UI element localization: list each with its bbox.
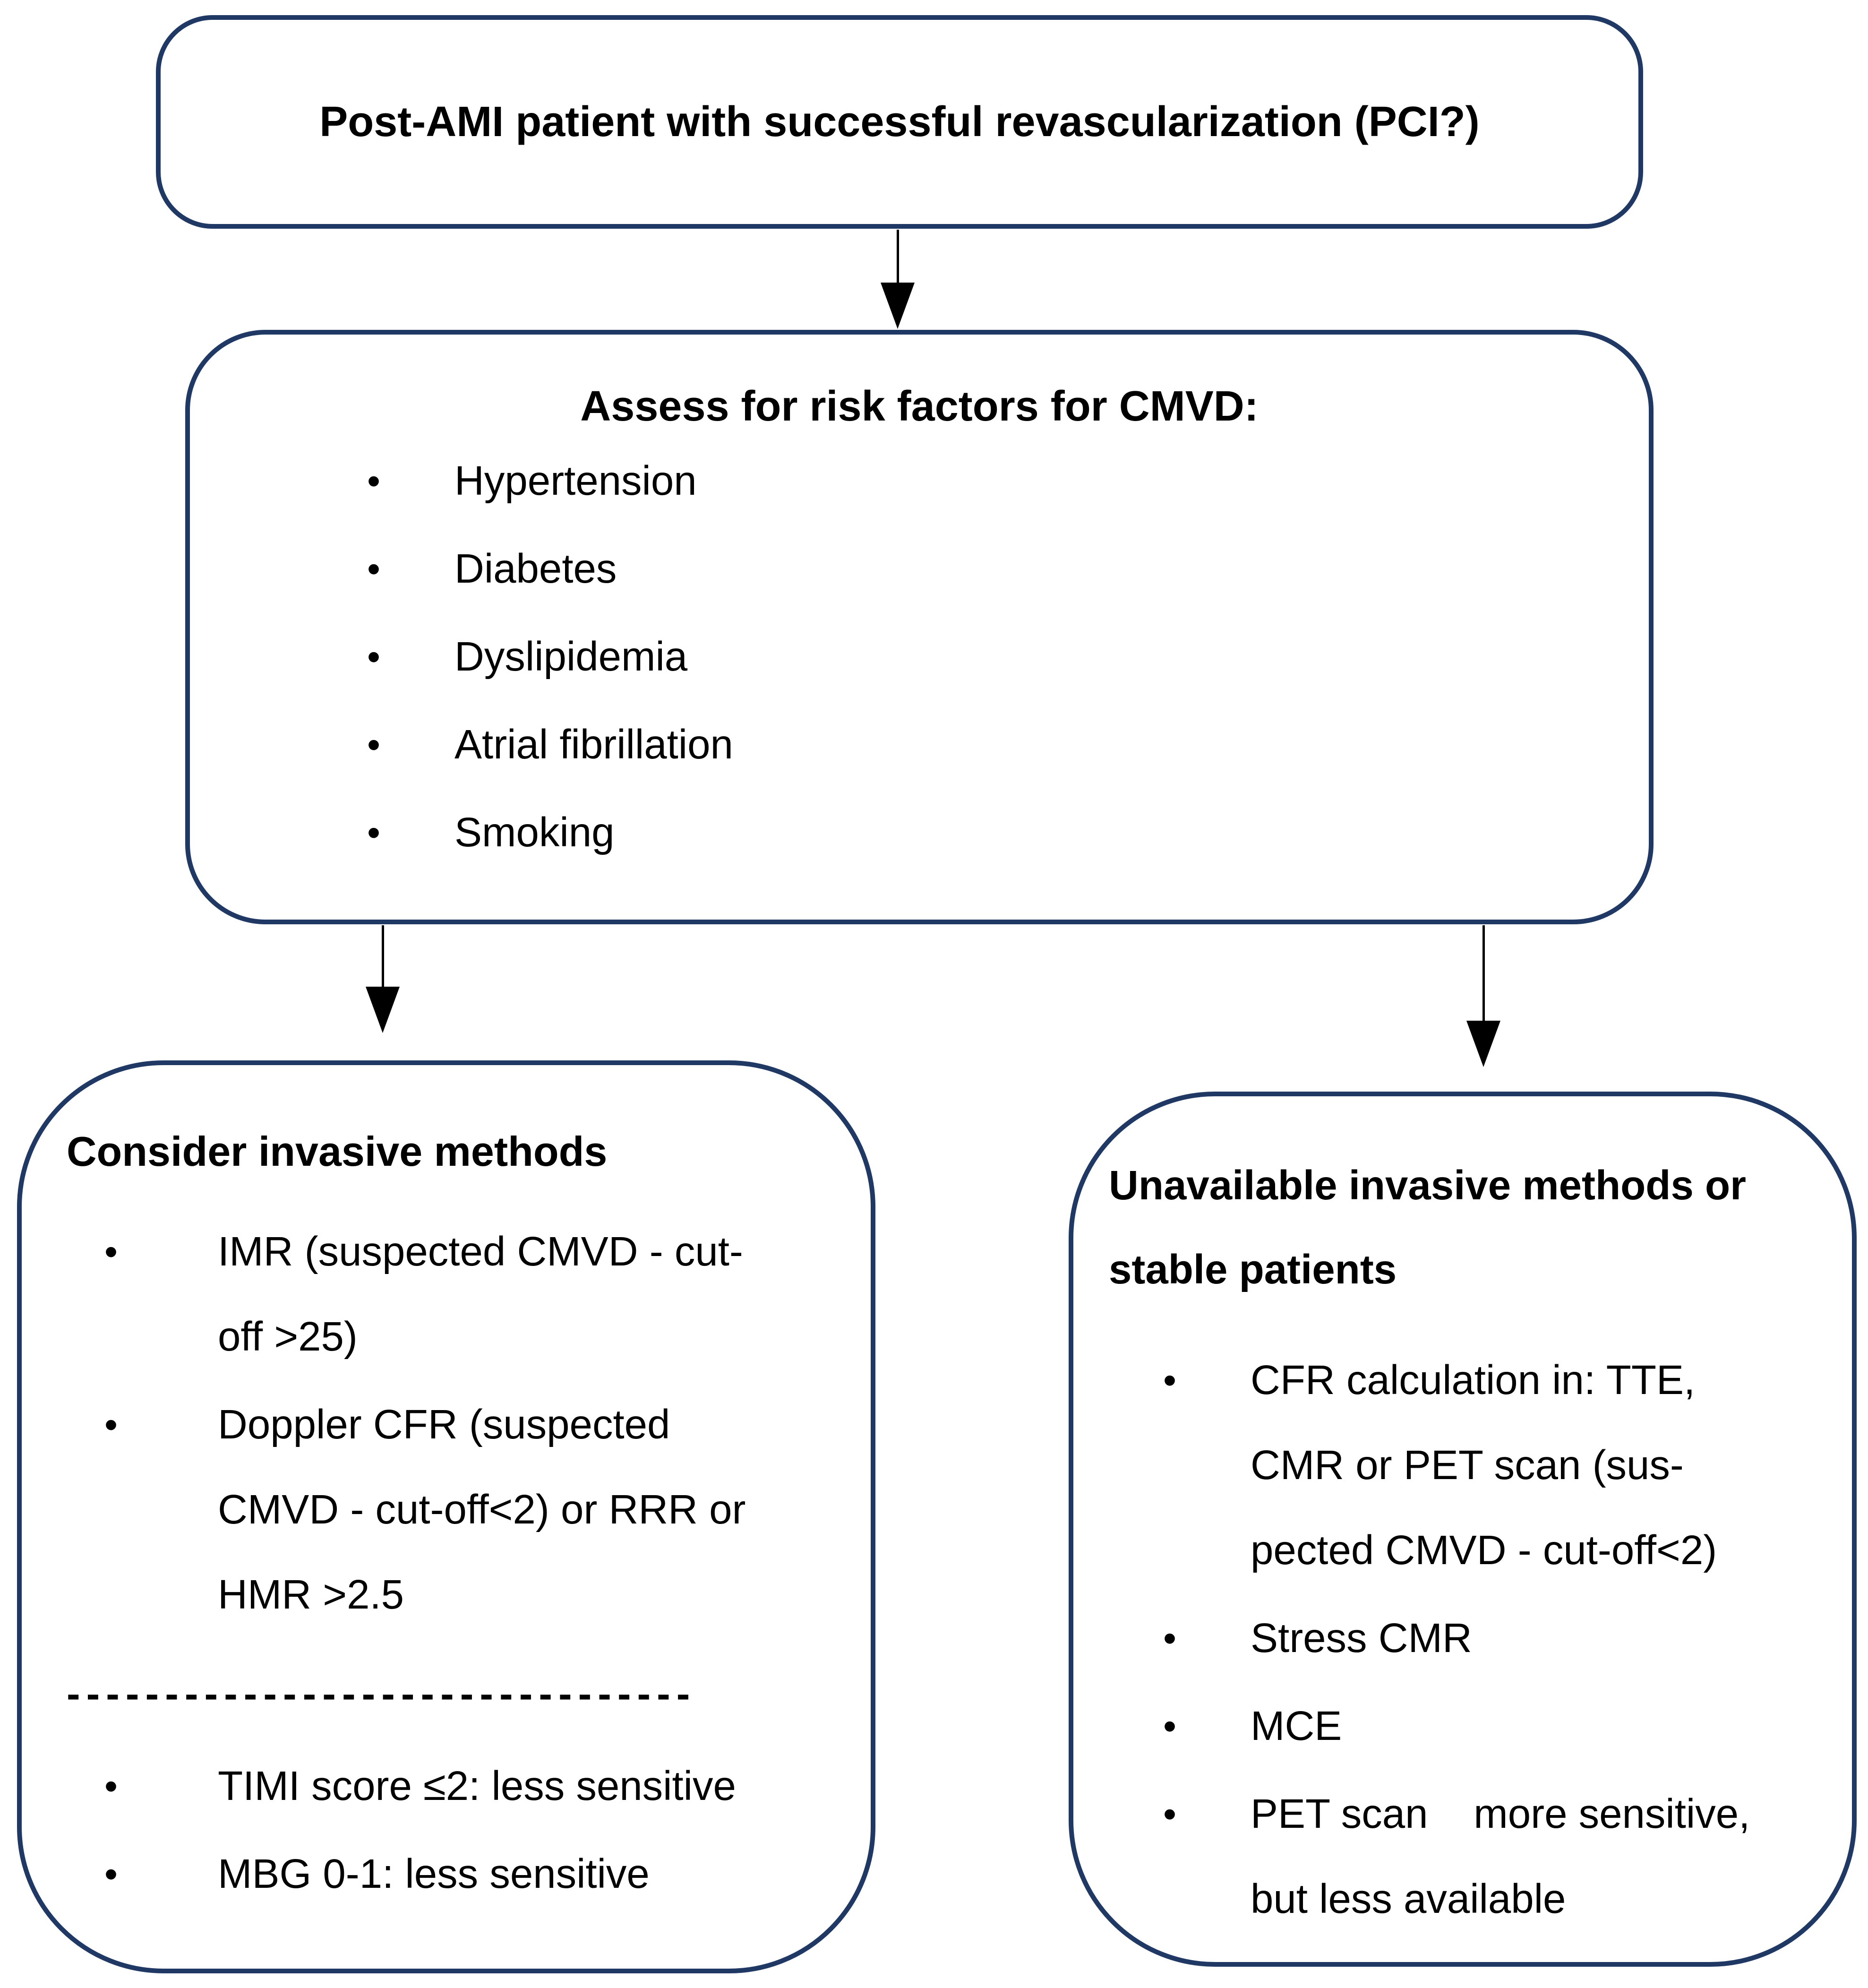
bullet-icon: • bbox=[104, 1765, 118, 1807]
box-noninvasive-methods: Unavailable invasive methods or stable p… bbox=[1069, 1092, 1857, 1967]
list-item: • MBG 0-1: less sensitive bbox=[67, 1832, 845, 1917]
less-sensitive-list: • TIMI score ≤2: less sensitive • MBG 0-1:… bbox=[67, 1744, 845, 1917]
post-ami-title: Post-AMI patient with successful revascu… bbox=[319, 98, 1480, 146]
bullet-icon: • bbox=[1163, 1793, 1177, 1835]
risk-factor-text: Hypertension bbox=[454, 458, 697, 504]
list-item: • Smoking bbox=[218, 790, 1620, 875]
less-sensitive-text: TIMI score ≤2: less sensitive bbox=[218, 1763, 736, 1809]
risk-factors-list: • Hypertension • Diabetes • Dyslipidemia • A… bbox=[218, 439, 1620, 875]
noninvasive-method-text: Stress CMR bbox=[1251, 1615, 1472, 1661]
box-post-ami: Post-AMI patient with successful revascu… bbox=[156, 15, 1643, 229]
list-item: • TIMI score ≤2: less sensitive bbox=[67, 1744, 845, 1829]
list-item: • Stress CMR bbox=[1109, 1596, 1838, 1681]
list-item: • Diabetes bbox=[218, 526, 1620, 611]
less-sensitive-text: MBG 0-1: less sensitive bbox=[218, 1851, 650, 1897]
arrow-shaft bbox=[381, 925, 384, 987]
list-item: • CFR calculation in: TTE, CMR or PET sca… bbox=[1109, 1338, 1838, 1593]
bullet-icon: • bbox=[367, 636, 381, 678]
noninvasive-methods-list: • CFR calculation in: TTE, CMR or PET sca… bbox=[1109, 1338, 1838, 1942]
list-item: • IMR (suspected CMVD - cut- off >25) bbox=[67, 1209, 845, 1379]
box-risk-factors: Assess for risk factors for CMVD: • Hyper… bbox=[185, 330, 1654, 924]
arrow-head-icon bbox=[1466, 1021, 1500, 1067]
noninvasive-method-text: CFR calculation in: TTE, CMR or PET scan… bbox=[1251, 1357, 1717, 1573]
noninvasive-method-text: MCE bbox=[1251, 1703, 1342, 1749]
bullet-icon: • bbox=[367, 723, 381, 766]
invasive-method-text: Doppler CFR (suspected CMVD - cut-off<2)… bbox=[218, 1402, 746, 1618]
arrow-assess-to-invasive bbox=[365, 925, 401, 1033]
box-invasive-methods: Consider invasive methods • IMR (suspecte… bbox=[17, 1060, 875, 1973]
invasive-method-text: IMR (suspected CMVD - cut- off >25) bbox=[218, 1229, 743, 1360]
bullet-icon: • bbox=[1163, 1617, 1177, 1659]
bullet-icon: • bbox=[367, 460, 381, 502]
noninvasive-method-text: PET scan more sensitive, but less availa… bbox=[1251, 1791, 1750, 1922]
list-item: • Doppler CFR (suspected CMVD - cut-off<2… bbox=[67, 1382, 845, 1637]
list-item: • PET scan more sensitive, but less avail… bbox=[1109, 1772, 1838, 1942]
arrow-shaft bbox=[896, 230, 899, 283]
arrow-shaft bbox=[1482, 925, 1485, 1021]
arrow-top-to-assess bbox=[880, 230, 916, 329]
list-item: • MCE bbox=[1109, 1684, 1838, 1769]
bullet-icon: • bbox=[1163, 1359, 1177, 1401]
risk-factor-text: Smoking bbox=[454, 809, 615, 855]
invasive-methods-list: • IMR (suspected CMVD - cut- off >25) • Do… bbox=[67, 1209, 845, 1637]
bullet-icon: • bbox=[104, 1403, 118, 1446]
list-item: • Dyslipidemia bbox=[218, 614, 1620, 699]
invasive-methods-title: Consider invasive methods bbox=[67, 1128, 608, 1175]
risk-factor-text: Dyslipidemia bbox=[454, 634, 688, 680]
risk-factors-title: Assess for risk factors for CMVD: bbox=[580, 383, 1259, 430]
list-item: • Hypertension bbox=[218, 439, 1620, 524]
risk-factor-text: Diabetes bbox=[454, 546, 617, 592]
bullet-icon: • bbox=[367, 811, 381, 853]
dashed-divider: -------------------------------- bbox=[67, 1671, 696, 1717]
arrow-assess-to-noninvasive bbox=[1465, 925, 1501, 1067]
bullet-icon: • bbox=[104, 1853, 118, 1895]
risk-factor-text: Atrial fibrillation bbox=[454, 722, 733, 767]
bullet-icon: • bbox=[104, 1231, 118, 1273]
arrow-head-icon bbox=[366, 987, 400, 1033]
bullet-icon: • bbox=[367, 548, 381, 590]
noninvasive-methods-title: Unavailable invasive methods or stable p… bbox=[1109, 1162, 1747, 1292]
list-item: • Atrial fibrillation bbox=[218, 702, 1620, 787]
arrow-head-icon bbox=[881, 283, 915, 329]
bullet-icon: • bbox=[1163, 1705, 1177, 1747]
